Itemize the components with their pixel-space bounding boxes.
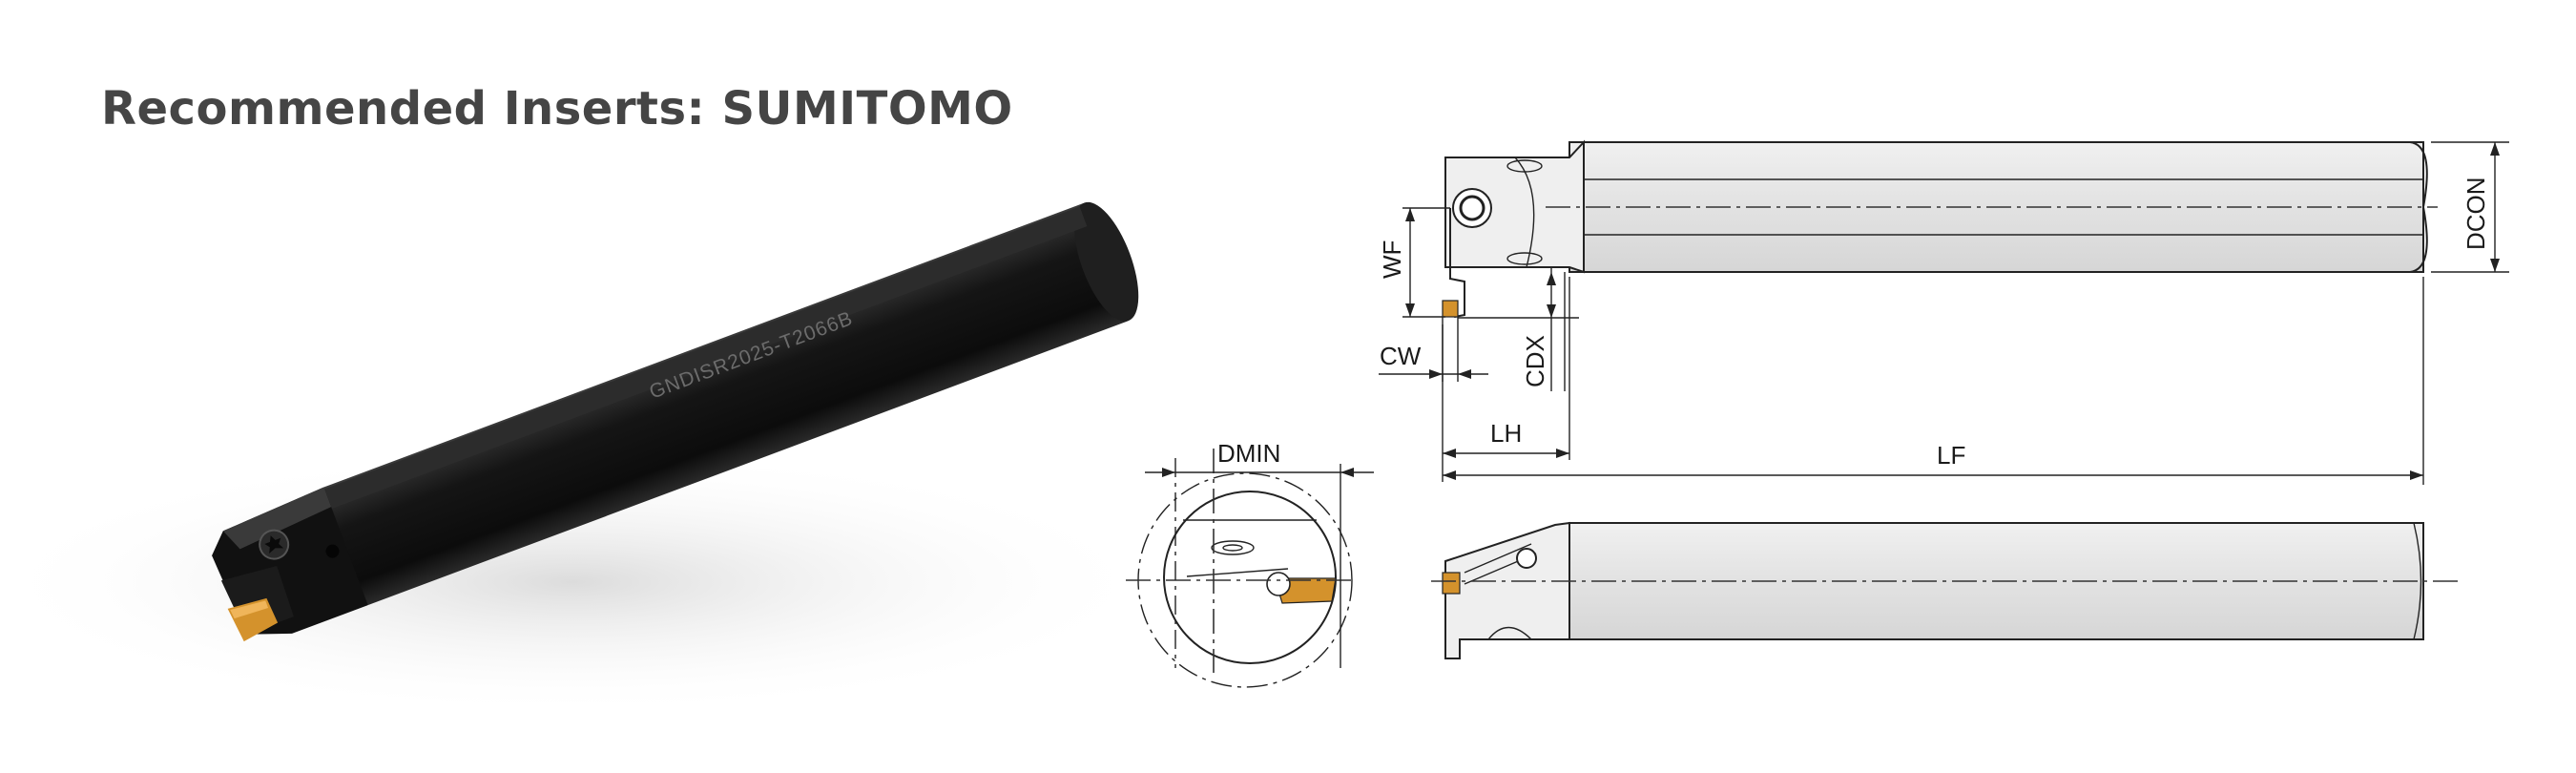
dmin-arrow-right [1340,468,1354,477]
insert-highlight [230,600,269,619]
coolant-hole [325,544,340,558]
dim-lf: LF [1937,441,1965,470]
lh-arrow-right [1556,449,1569,458]
shank-circle [1163,491,1337,664]
side-shank-end-round [2413,522,2422,640]
cw-arrow-right [1458,369,1471,379]
head-facet [222,487,332,550]
top-head [1444,139,1585,274]
wf-arrow-bottom [1405,303,1415,317]
top-view-drawing: DCON WF CW CDX LH LF [1378,139,2509,485]
top-screw-inner-icon [1459,195,1485,221]
page-title: Recommended Inserts: SUMITOMO [101,82,1013,136]
dcon-arrow-top [2490,142,2500,156]
dcon-arrow-bottom [2490,259,2500,272]
side-clamp-line [1464,543,1532,574]
side-insert [1442,572,1461,595]
side-coolant-curve [1487,626,1532,640]
shank-body [321,202,1131,606]
dim-cdx: CDX [1521,335,1549,387]
dim-dmin: DMIN [1217,439,1280,468]
lh-arrow-left [1443,449,1456,458]
dmin-arrow-left [1162,468,1175,477]
tool-holder-photo: GNDISR2025-T2066B [0,201,1164,716]
clamp-line [1186,568,1289,577]
side-view-drawing [1431,521,2462,659]
top-coolant-lower [1506,252,1543,265]
cdx-arrow-top [1547,272,1556,285]
dim-cw: CW [1380,342,1422,370]
torx-socket-icon [264,535,284,554]
screw-slot-inner [1222,544,1243,552]
lf-arrow-left [1443,470,1456,480]
shank-flat [320,206,1088,511]
lf-arrow-right [2410,470,2423,480]
side-pivot-hole [1516,548,1537,569]
top-shank-end-round [2409,141,2428,273]
screw-slot [1211,540,1255,555]
side-head [1444,521,1570,659]
insert-pocket [1266,572,1291,596]
dim-dcon: DCON [2462,177,2490,250]
cdx-arrow-bottom [1547,304,1556,318]
cw-arrow-left [1429,369,1443,379]
top-head-chamfer [1514,157,1535,268]
dim-wf: WF [1378,240,1406,279]
top-coolant-upper [1506,159,1543,173]
shank-end-cap [1074,201,1139,322]
wf-arrow-top [1405,208,1415,221]
top-insert [1442,300,1459,318]
end-view-drawing: DMIN [1126,439,1374,688]
dim-lh: LH [1490,419,1522,448]
